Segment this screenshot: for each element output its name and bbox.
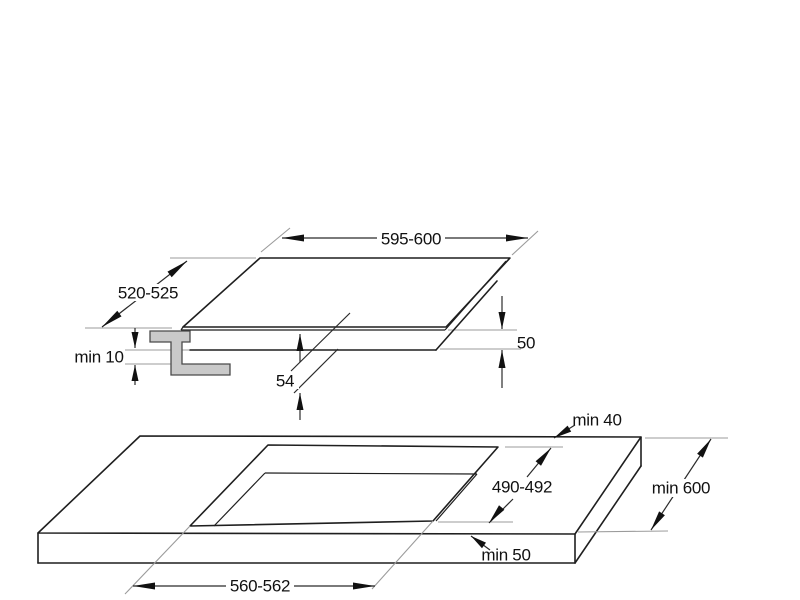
front-clearance-label: min 50 — [481, 546, 530, 565]
dim-clamp-clearance: min 10 — [74, 328, 139, 385]
clamp-clearance-label: min 10 — [74, 348, 123, 367]
cutout-inner-walls — [213, 472, 478, 527]
dim-hob-total-height: 54 — [271, 312, 351, 420]
hob-fixing-clamp — [149, 330, 231, 376]
hob-total-height-label: 54 — [276, 372, 294, 391]
worktop-right-face — [574, 436, 642, 564]
hob-width-label: 595-600 — [381, 230, 441, 249]
dim-hob-depth: 520-525 — [101, 260, 188, 328]
dim-cutout-width: 560-562 — [133, 577, 375, 596]
hob-figure: 595-600 520-525 min 10 54 — [74, 227, 539, 420]
hob-glass-top — [182, 257, 511, 328]
worktop-extension-lines — [124, 437, 728, 595]
dim-rear-clearance: min 40 — [553, 411, 622, 439]
rear-clearance-label: min 40 — [572, 411, 621, 430]
cutout-depth-label: 490-492 — [492, 478, 552, 497]
dim-front-clearance: min 50 — [470, 535, 531, 565]
dim-hob-body-height: 50 — [498, 296, 535, 388]
dim-worktop-depth: min 600 — [649, 438, 715, 531]
dim-hob-width: 595-600 — [282, 230, 528, 249]
worktop-figure: 560-562 490-492 min 40 min 600 — [37, 411, 728, 596]
cutout-width-label: 560-562 — [230, 577, 290, 596]
hob-body-height-label: 50 — [517, 334, 535, 353]
hob-extension-lines — [85, 227, 539, 365]
worktop-front-face — [37, 532, 576, 564]
dim-cutout-depth: 490-492 — [487, 447, 557, 524]
hob-glass-thickness — [180, 260, 507, 331]
worktop-depth-label: min 600 — [652, 479, 710, 498]
hob-depth-label: 520-525 — [118, 284, 178, 303]
